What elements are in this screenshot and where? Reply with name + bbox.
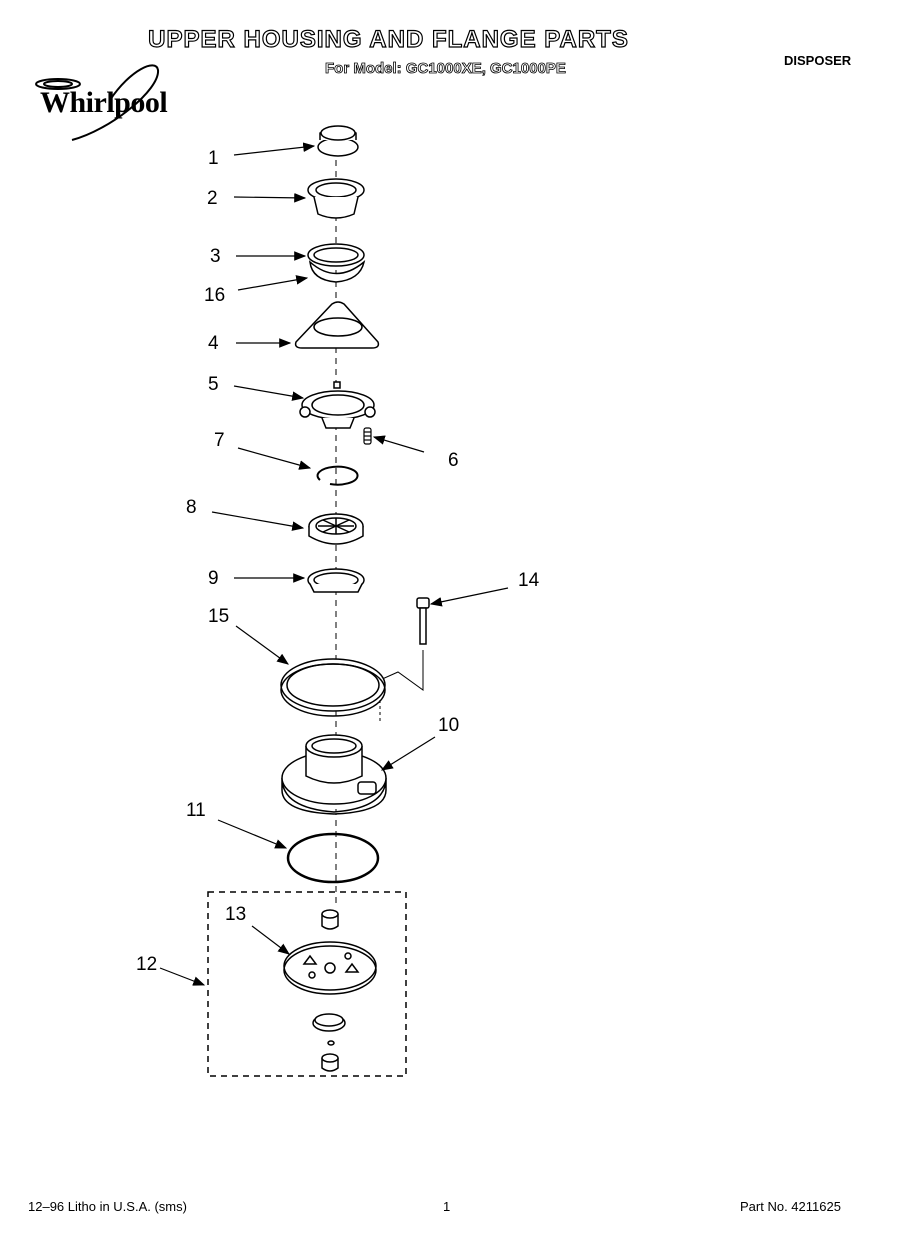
bolt-path-leader (379, 650, 424, 724)
part-10-upper-housing (281, 734, 387, 815)
callout-7: 7 (214, 430, 225, 451)
part-3-gasket (307, 243, 365, 267)
callout-12: 12 (136, 954, 158, 975)
part-16-backup-flange (309, 260, 366, 283)
callout-9: 9 (208, 568, 219, 589)
part-12-nut (321, 909, 339, 930)
category-label: DISPOSER (784, 53, 852, 68)
leader-16 (237, 275, 309, 291)
part-4-mounting-plate (294, 301, 380, 349)
model-subtitle: For Model: GC1000XE, GC1000PE (325, 60, 567, 78)
leader-8 (211, 511, 305, 531)
page-title: UPPER HOUSING AND FLANGE PARTS (148, 25, 629, 53)
callout-10: 10 (438, 715, 460, 736)
leader-2 (233, 193, 307, 203)
part-9-lock-ring (307, 568, 365, 593)
footer-print-info: 12–96 Litho in U.S.A. (sms) (28, 1199, 187, 1214)
leader-11 (217, 819, 288, 849)
leader-6 (372, 435, 425, 453)
callout-8: 8 (186, 497, 197, 518)
callout-14: 14 (518, 570, 540, 591)
leader-14 (429, 587, 509, 607)
whirlpool-logo: Whirlpool (40, 86, 168, 119)
leader-1 (233, 142, 316, 156)
leader-15 (235, 625, 289, 665)
part-6-screw (363, 427, 372, 445)
callout-16: 16 (204, 285, 226, 306)
part-13-turntable (283, 941, 377, 995)
callout-11: 11 (186, 800, 206, 821)
part-12-group-box (207, 891, 407, 1077)
whirlpool-logo-swoosh (35, 64, 160, 141)
part-8-splash-guard (308, 513, 364, 545)
callout-leaders (159, 142, 509, 986)
callout-6: 6 (448, 450, 459, 471)
callout-3: 3 (210, 246, 221, 267)
part-15-gasket (280, 658, 386, 717)
footer-page-number: 1 (443, 1199, 451, 1214)
part-7-snap-ring (316, 465, 359, 486)
callout-2: 2 (207, 188, 218, 209)
leader-5 (233, 385, 305, 401)
leader-10 (380, 736, 436, 771)
leader-7 (237, 447, 312, 470)
part-11-o-ring (286, 832, 380, 884)
callout-1: 1 (208, 148, 219, 169)
callout-5: 5 (208, 374, 219, 395)
leader-13 (251, 925, 290, 955)
callout-15: 15 (208, 606, 230, 627)
part-5-mounting-ring (299, 381, 376, 429)
callout-4: 4 (208, 333, 219, 354)
callout-13: 13 (225, 904, 247, 925)
part-12-washer (312, 1013, 346, 1046)
part-14-bolt (416, 597, 430, 645)
footer-part-number: Part No. 4211625 (740, 1199, 841, 1214)
part-2-sink-flange (307, 178, 365, 219)
part-12-bushing (321, 1053, 339, 1072)
part-1-stopper (317, 125, 359, 157)
leader-12 (159, 967, 206, 986)
